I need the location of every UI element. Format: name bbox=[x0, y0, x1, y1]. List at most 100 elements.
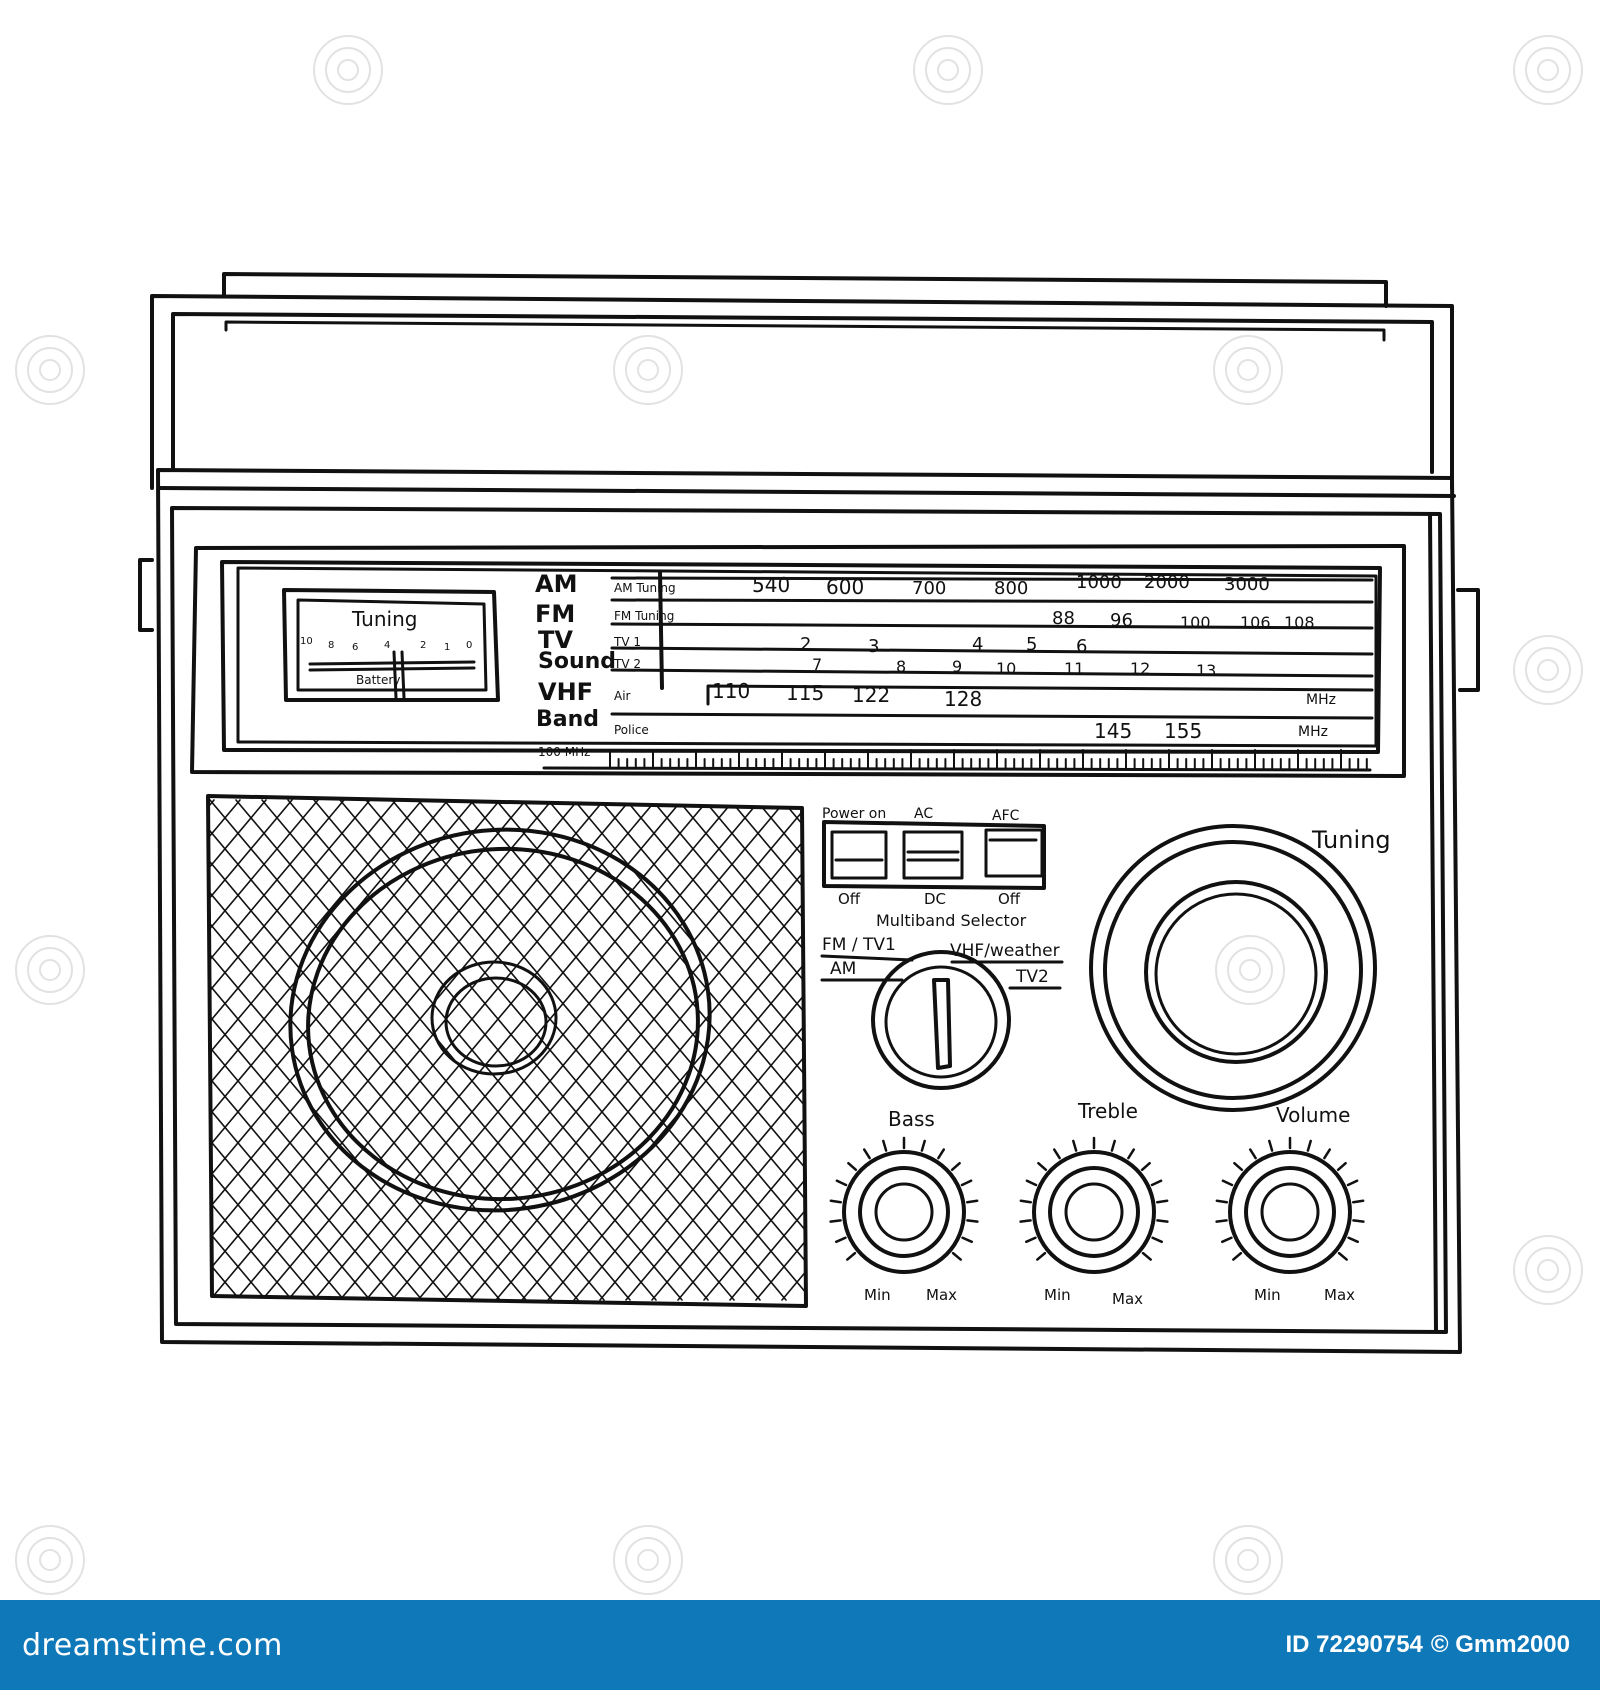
grille-line bbox=[208, 799, 397, 1301]
tuning-knob[interactable]: Tuning bbox=[1089, 824, 1391, 1112]
grille-line bbox=[417, 799, 806, 1301]
grille-line bbox=[0, 800, 58, 1300]
knob-tick bbox=[1037, 1161, 1048, 1172]
footer-site-logo[interactable]: dreamstime.com bbox=[22, 1627, 283, 1663]
volume-knob[interactable]: Volume Min Max bbox=[1228, 1103, 1355, 1304]
tuning-dial-panel: AM FM TV Sound VHF Band AM Tuning FM Tun… bbox=[190, 544, 1406, 778]
ruler-label: 100 MHz bbox=[538, 745, 590, 759]
volume-min: Min bbox=[1254, 1286, 1281, 1304]
knob-tick bbox=[1221, 1179, 1234, 1187]
grille-line bbox=[208, 799, 267, 1301]
grille-line bbox=[365, 799, 787, 1301]
grille-line bbox=[443, 799, 806, 1301]
knob-tick bbox=[1232, 1251, 1243, 1261]
grille-hatching bbox=[0, 799, 806, 1301]
watermark-layer bbox=[15, 35, 1583, 1595]
knob-tick bbox=[846, 1251, 857, 1261]
stock-footer-bar: dreamstime.com ID 72290754 © Gmm2000 bbox=[0, 1600, 1600, 1690]
dial-ruler-ticks bbox=[609, 749, 1368, 769]
watermark-swirl bbox=[613, 335, 683, 405]
grille-line bbox=[208, 799, 267, 1301]
knob-tick bbox=[1052, 1148, 1061, 1160]
carry-handle bbox=[150, 272, 1454, 490]
grille-line bbox=[0, 800, 58, 1300]
grille-line bbox=[651, 799, 806, 1301]
switch-label-ac: AC bbox=[914, 806, 933, 822]
treble-label: Treble bbox=[1077, 1099, 1138, 1123]
knob-tick bbox=[937, 1148, 946, 1160]
grille-line bbox=[235, 799, 657, 1301]
knob-scale-ticks bbox=[829, 1136, 1365, 1261]
power-switch[interactable] bbox=[830, 830, 888, 880]
knob-tick bbox=[882, 1139, 888, 1152]
tv2-mark: 9 bbox=[952, 657, 962, 676]
am-mark: 3000 bbox=[1224, 574, 1270, 595]
grille-line bbox=[208, 799, 215, 1301]
speaker-grille bbox=[0, 794, 808, 1308]
grille-line bbox=[0, 800, 84, 1300]
knob-tick bbox=[1323, 1148, 1332, 1160]
knob-tick bbox=[1336, 1161, 1347, 1172]
afc-switch[interactable] bbox=[984, 828, 1044, 878]
grille-line bbox=[209, 799, 631, 1301]
meter-scale-mark: 1 bbox=[444, 642, 450, 653]
grille-line bbox=[208, 799, 501, 1301]
bass-knob[interactable]: Bass Min Max bbox=[842, 1107, 966, 1304]
grille-line bbox=[208, 799, 345, 1301]
tv1-mark: 3 bbox=[868, 636, 879, 657]
grille-line bbox=[208, 799, 605, 1301]
fm-mark: 108 bbox=[1284, 613, 1315, 632]
row-tag-air: Air bbox=[614, 689, 631, 703]
grille-line bbox=[208, 799, 241, 1301]
watermark-swirl bbox=[1513, 35, 1583, 105]
tv2-mark: 11 bbox=[1064, 659, 1084, 678]
switch-label-off: Off bbox=[838, 890, 861, 908]
meter-scale-mark: 2 bbox=[420, 640, 426, 651]
switch-block: Power on AC AFC Off DC Off bbox=[822, 806, 1046, 908]
meter-title: Tuning bbox=[351, 607, 417, 631]
grille-line bbox=[208, 799, 579, 1301]
switch-label-power-on: Power on bbox=[822, 806, 886, 822]
ac-dc-switch[interactable] bbox=[902, 830, 964, 880]
knob-tick bbox=[1306, 1139, 1312, 1152]
knob-tick bbox=[1110, 1139, 1116, 1152]
police-unit: MHz bbox=[1298, 724, 1328, 740]
selector-am: AM bbox=[830, 959, 856, 979]
tv1-mark: 6 bbox=[1076, 636, 1087, 657]
knob-tick bbox=[920, 1139, 926, 1152]
footer-credit: ID 72290754 © Gmm2000 bbox=[1285, 1631, 1570, 1659]
knob-tick bbox=[1140, 1161, 1151, 1172]
grille-line bbox=[0, 800, 32, 1300]
battery-tuning-meter: Tuning 10 8 6 4 2 1 0 Battery bbox=[282, 588, 500, 702]
am-mark: 700 bbox=[912, 578, 946, 599]
knob-tick bbox=[829, 1219, 842, 1223]
grille-line bbox=[0, 800, 136, 1300]
knob-tick bbox=[835, 1179, 848, 1187]
row-tag-fm: FM Tuning bbox=[614, 609, 674, 623]
knob-tick bbox=[829, 1199, 842, 1204]
grille-line bbox=[0, 800, 162, 1300]
watermark-swirl bbox=[313, 35, 383, 105]
knob-tick bbox=[1352, 1199, 1365, 1204]
knob-tick bbox=[1221, 1236, 1233, 1244]
am-mark: 1000 bbox=[1076, 572, 1122, 593]
knob-tick bbox=[1150, 1179, 1163, 1187]
grille-line bbox=[625, 799, 806, 1301]
bass-label: Bass bbox=[888, 1107, 935, 1131]
volume-label: Volume bbox=[1276, 1103, 1350, 1127]
row-tag-tv2: TV 2 bbox=[613, 657, 641, 671]
grille-line bbox=[573, 799, 806, 1301]
fm-mark: 88 bbox=[1052, 608, 1075, 629]
watermark-swirl bbox=[1215, 935, 1285, 1005]
grille-line bbox=[208, 799, 293, 1301]
watermark-swirl bbox=[1513, 1235, 1583, 1305]
grille-line bbox=[0, 800, 32, 1300]
knob-tick bbox=[951, 1251, 962, 1261]
treble-knob[interactable]: Treble Min Max bbox=[1032, 1099, 1156, 1308]
grille-line bbox=[208, 799, 319, 1301]
meter-scale-mark: 4 bbox=[384, 640, 390, 651]
multiband-selector[interactable]: Multiband Selector FM / TV1 AM VHF/weath… bbox=[820, 911, 1064, 1090]
air-mark: 128 bbox=[944, 687, 982, 711]
tv1-mark: 5 bbox=[1026, 634, 1037, 655]
knob-tick bbox=[1268, 1139, 1274, 1152]
